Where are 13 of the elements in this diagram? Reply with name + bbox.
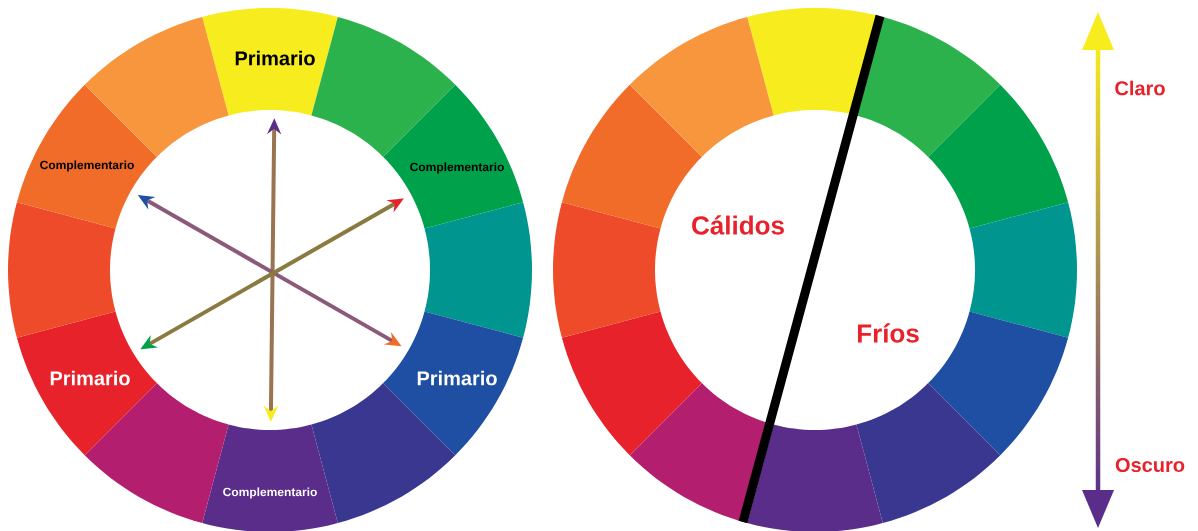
label-text: Fríos bbox=[857, 323, 919, 343]
color-segment: Primario bbox=[202, 8, 338, 116]
label-text: Cálidos bbox=[692, 215, 784, 235]
color-segment bbox=[424, 202, 532, 338]
label-text: Claro bbox=[1115, 80, 1165, 96]
color-segment bbox=[84, 16, 229, 157]
color-segment bbox=[8, 202, 116, 338]
color-segment: Primario bbox=[383, 311, 524, 456]
color-segment: Complementario bbox=[202, 424, 338, 531]
label-text: Oscuro bbox=[1115, 457, 1185, 473]
color-segment: Primario bbox=[16, 311, 157, 456]
color-segment: Complementario bbox=[16, 84, 157, 229]
color-segment: Complementario bbox=[383, 84, 524, 229]
